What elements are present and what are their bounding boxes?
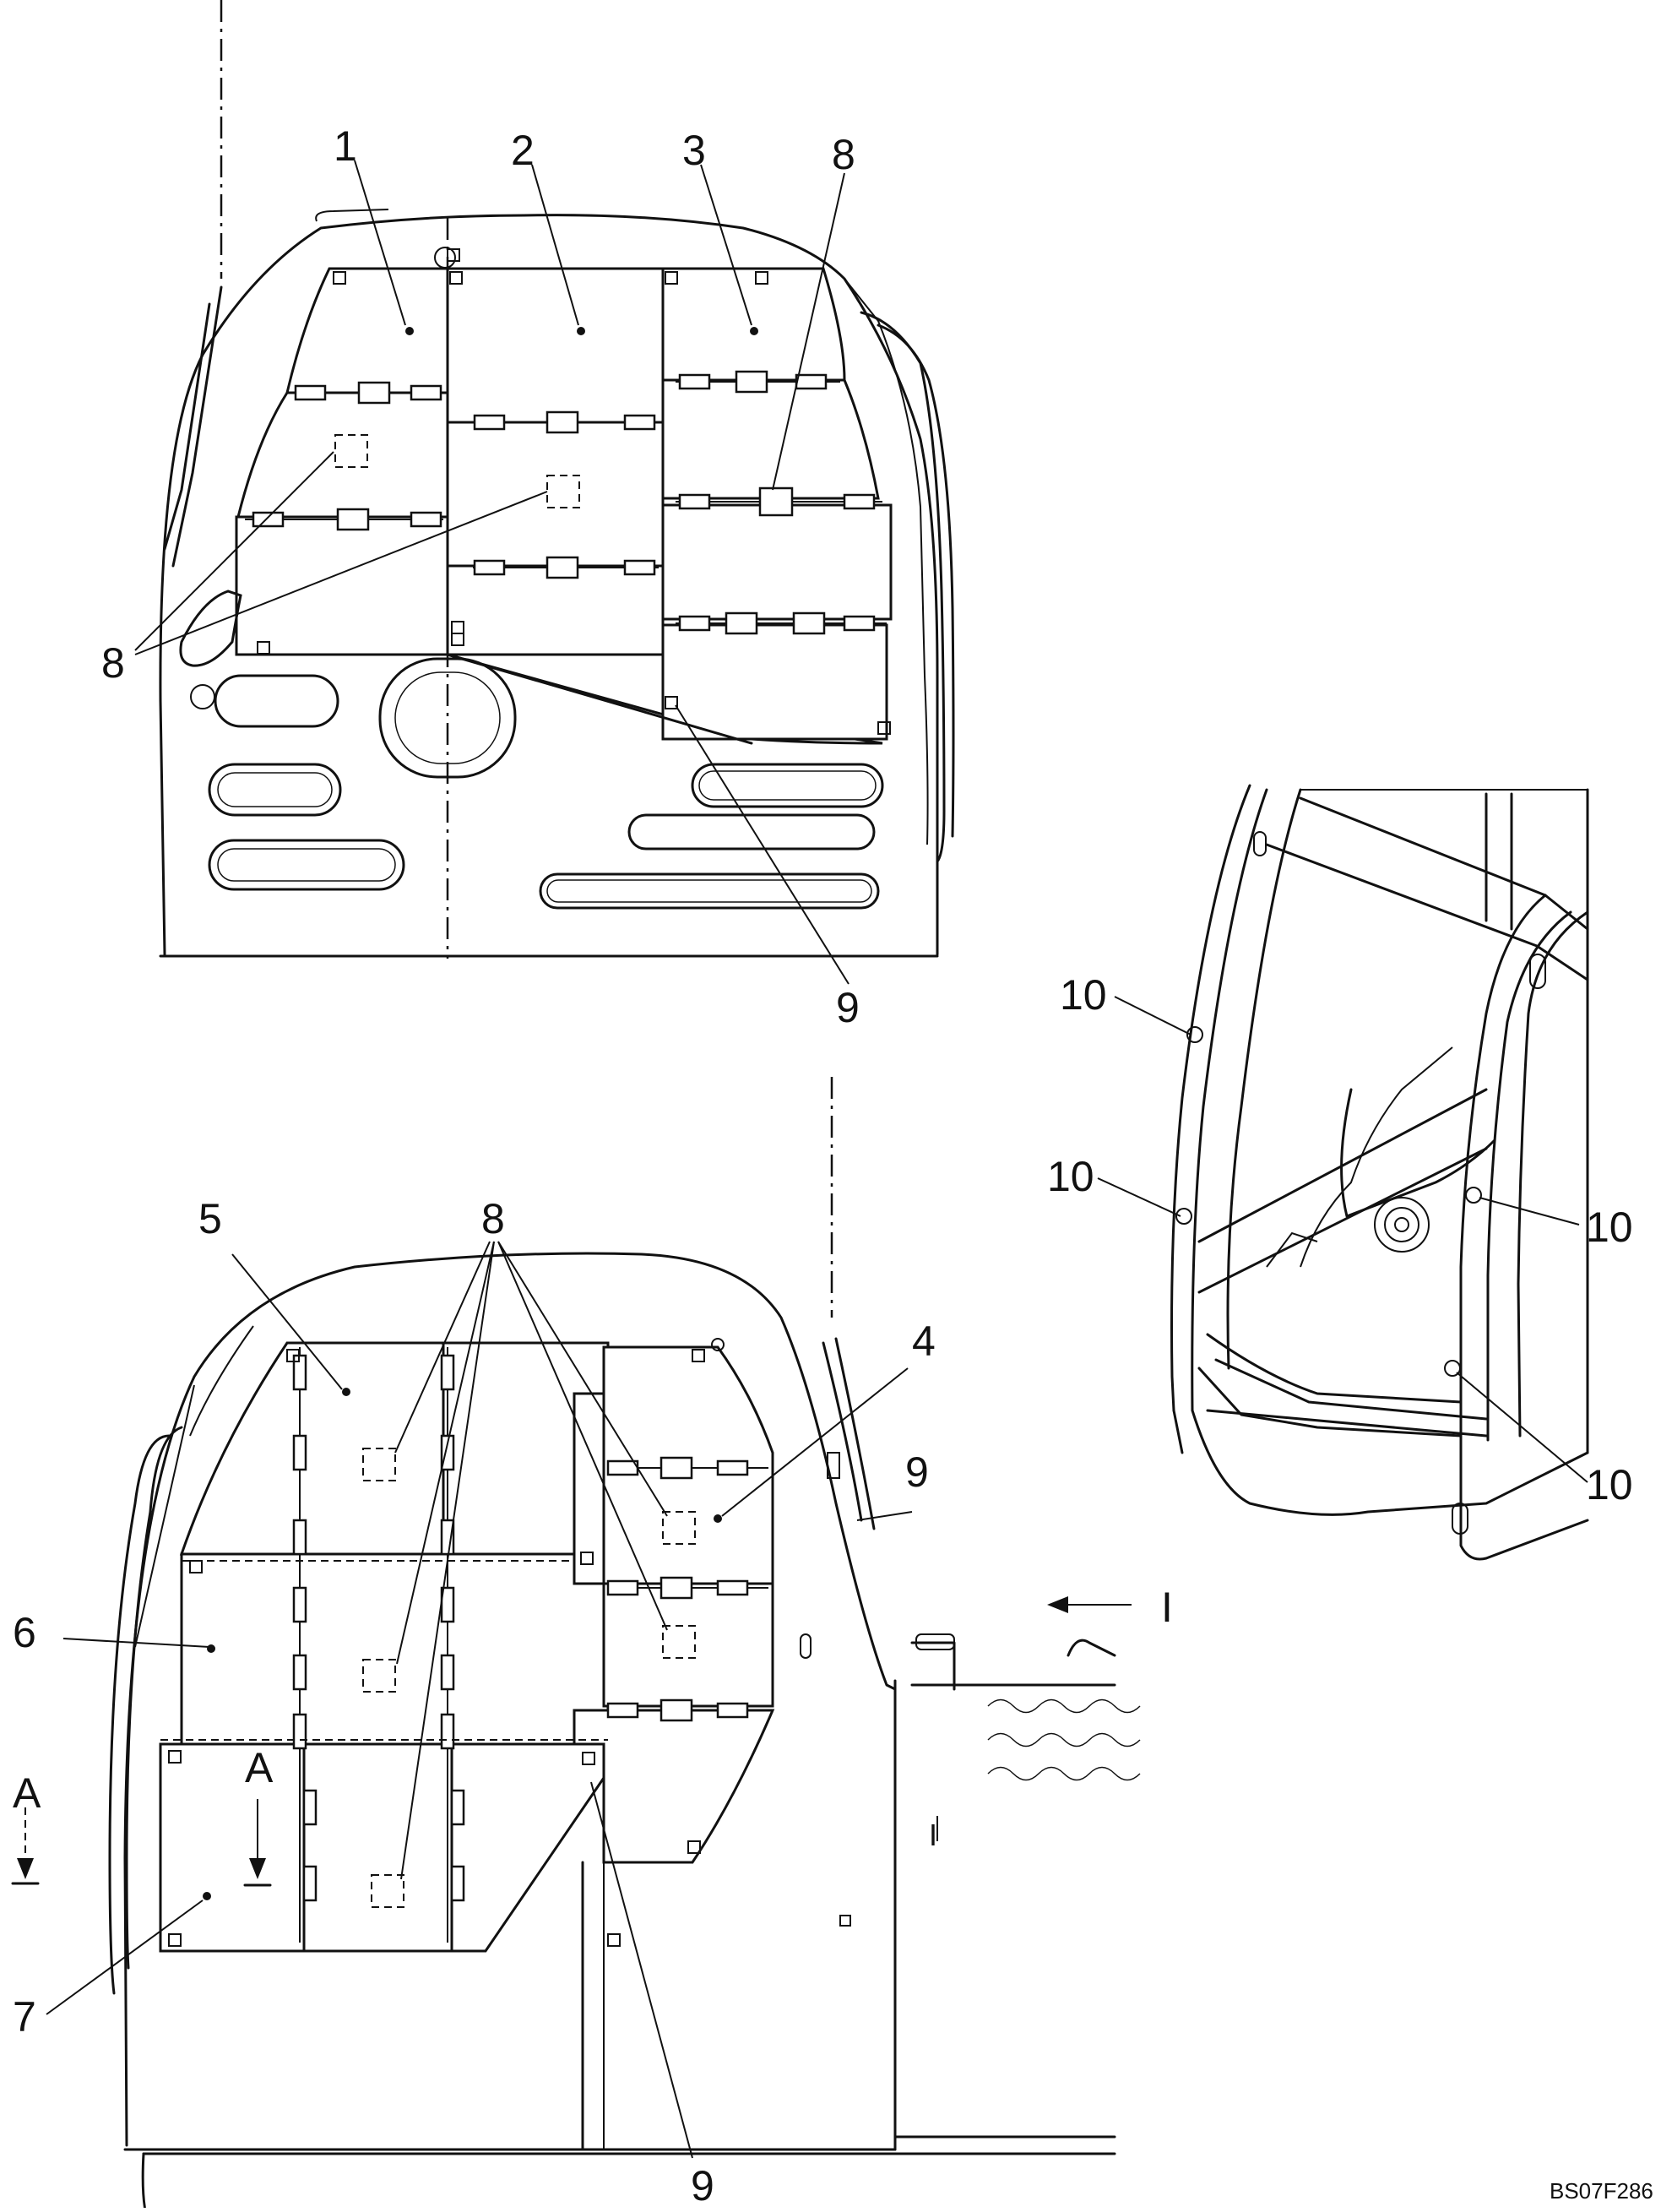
callout-10-mid-left: 10 xyxy=(1047,1153,1094,1200)
callout-8-bottom: 8 xyxy=(481,1195,505,1242)
top-cab-view xyxy=(159,0,955,959)
callout-10-top: 10 xyxy=(1060,971,1107,1019)
cab-frame-detail xyxy=(1170,784,1589,1561)
leader-lines xyxy=(46,160,1588,2159)
section-arrow-a-inner xyxy=(243,1799,272,1887)
drawing-code: BS07F286 xyxy=(1550,2178,1653,2204)
section-mark-a-left: A xyxy=(13,1769,41,1817)
callout-6: 6 xyxy=(13,1609,36,1656)
callout-2: 2 xyxy=(511,127,535,174)
bottom-cab-view xyxy=(11,1077,1141,2212)
callout-3: 3 xyxy=(682,127,706,174)
view-arrow-i xyxy=(1047,1596,1132,1613)
view-mark-i-sub: I xyxy=(929,1818,937,1852)
callout-9-right: 9 xyxy=(905,1448,929,1496)
callout-labels: 1 2 3 8 8 9 5 8 4 9 6 7 9 10 10 10 10 A … xyxy=(13,122,1653,2209)
callout-9-top: 9 xyxy=(836,984,860,1031)
callout-10-bottom: 10 xyxy=(1586,1461,1633,1508)
callout-8-top-left: 8 xyxy=(101,639,125,687)
callout-9-bottom: 9 xyxy=(691,2162,714,2208)
callout-5: 5 xyxy=(198,1195,222,1242)
callout-7: 7 xyxy=(13,1993,36,2041)
callout-8-top-right: 8 xyxy=(832,131,855,178)
section-mark-a-inner: A xyxy=(245,1744,274,1791)
view-mark-i: I xyxy=(1161,1584,1173,1631)
callout-4: 4 xyxy=(912,1318,936,1365)
callout-1: 1 xyxy=(334,122,357,170)
section-arrow-a-left xyxy=(11,1807,40,1885)
callout-10-mid-right: 10 xyxy=(1586,1204,1633,1251)
